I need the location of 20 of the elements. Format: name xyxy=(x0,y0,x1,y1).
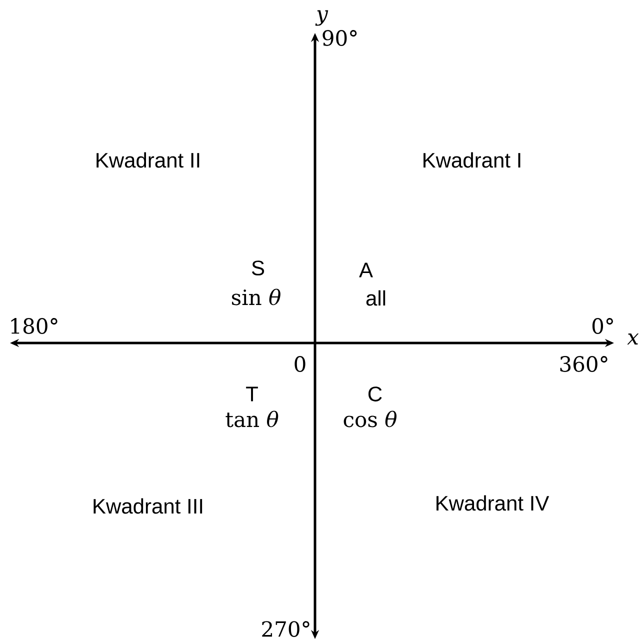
origin-label: 0 xyxy=(294,356,306,372)
angle-label: 360° xyxy=(560,356,608,372)
angle-label: 270° xyxy=(262,621,310,637)
function-label: sin θ xyxy=(232,288,280,306)
sign-letter: C xyxy=(368,386,382,402)
quadrant-label: Kwadrant II xyxy=(96,152,200,168)
angle-label: 0° xyxy=(592,318,613,334)
axis-label: x xyxy=(627,334,639,344)
sign-letter: T xyxy=(246,386,258,402)
angle-label: 90° xyxy=(322,30,357,46)
sign-letter: S xyxy=(252,260,264,276)
quadrant-label: Kwadrant III xyxy=(94,498,202,514)
quadrant-label: Kwadrant I xyxy=(424,152,520,168)
quadrant-label: Kwadrant IV xyxy=(436,495,550,511)
function-label: cos θ xyxy=(344,410,396,428)
function-label: tan θ xyxy=(226,410,278,428)
function-label: all xyxy=(366,290,386,306)
sign-letter: A xyxy=(359,262,373,278)
axis-label: y xyxy=(315,10,328,26)
angle-label: 180° xyxy=(11,318,58,334)
